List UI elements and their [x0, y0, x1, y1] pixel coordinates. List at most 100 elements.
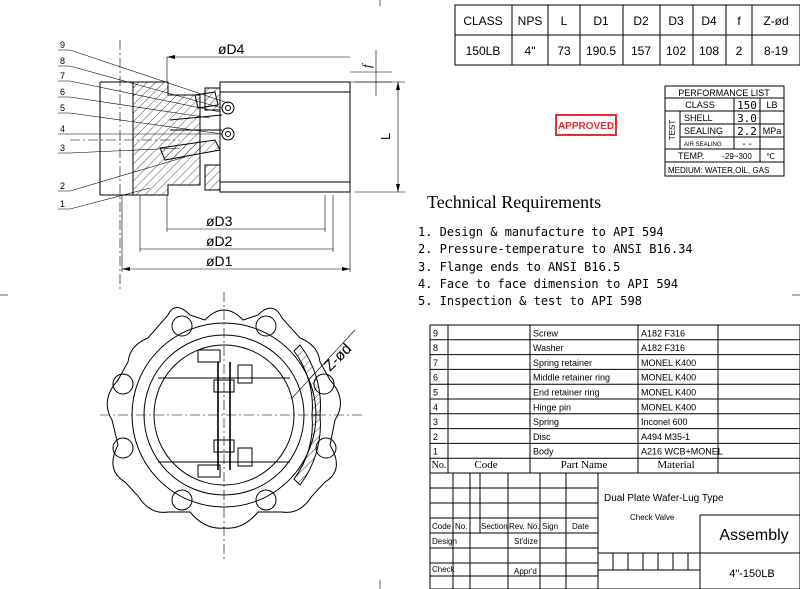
- bom-row-part: Spring retainer: [533, 358, 592, 368]
- tb-col-sign: Sign: [542, 522, 558, 531]
- bom-row-material: A494 M35-1: [641, 432, 690, 442]
- bom-row-part: Disc: [533, 432, 551, 442]
- balloon-4: 4: [60, 124, 65, 134]
- perf-shell-label: SHELL: [684, 113, 713, 123]
- perf-air-value: --: [741, 139, 753, 150]
- bom-row-no: 4: [433, 402, 438, 412]
- val-zd: 8-19: [764, 44, 788, 58]
- perf-class-unit: LB: [766, 100, 777, 110]
- perf-temp-label: TEMP.: [678, 151, 704, 161]
- perf-sealing-label: SEALING: [684, 126, 723, 136]
- tech-item-1: 1. Design & manufacture to API 594: [418, 225, 664, 239]
- balloon-7: 7: [60, 71, 65, 81]
- hdr-zd: Z-ød: [763, 14, 788, 28]
- perf-test-label: TEST: [668, 120, 677, 141]
- bom-row-material: MONEL K400: [641, 358, 696, 368]
- bom-row-part: Screw: [533, 328, 559, 338]
- bom-row-no: 3: [433, 417, 438, 427]
- tb-col-no: No.: [455, 522, 467, 531]
- balloon-2: 2: [60, 181, 65, 191]
- balloon-1: 1: [60, 199, 65, 209]
- hdr-nps: NPS: [518, 14, 543, 28]
- bom-hdr-no: No.: [432, 460, 447, 471]
- hdr-d2: D2: [633, 14, 649, 28]
- body-section: [132, 81, 201, 196]
- perf-sealing-value: 2.2: [737, 125, 757, 138]
- perf-class-label: CLASS: [685, 100, 715, 110]
- performance-list: PERFORMANCE LIST CLASS 150 LB TEST SHELL…: [664, 85, 785, 177]
- front-view: Z-ød: [100, 292, 365, 560]
- bom-row-material: A216 WCB+MONEL: [641, 447, 723, 457]
- perf-temp-unit: ℃: [766, 152, 775, 161]
- bom-row-part: Washer: [533, 343, 564, 353]
- tb-col-section: Section: [481, 522, 508, 531]
- hdr-d1: D1: [593, 14, 609, 28]
- bom-row-material: MONEL K400: [641, 388, 696, 398]
- hdr-class: CLASS: [463, 14, 502, 28]
- balloon-9: 9: [60, 40, 65, 50]
- bom-row-part: Middle retainer ring: [533, 373, 610, 383]
- balloon-6: 6: [60, 87, 65, 97]
- bom-hdr-part: Part Name: [561, 459, 608, 471]
- tech-item-4: 4. Face to face dimension to API 594: [418, 277, 678, 291]
- bom-row-material: MONEL K400: [641, 402, 696, 412]
- bom-row-material: MONEL K400: [641, 373, 696, 383]
- bom-hdr-material: Material: [657, 459, 694, 471]
- tb-size: 4"-150LB: [729, 568, 775, 580]
- bom-row-material: Inconel 600: [641, 417, 688, 427]
- perf-pressure-unit: MPa: [763, 126, 782, 136]
- tech-title: Technical Requirements: [427, 192, 601, 212]
- bom-row-no: 6: [433, 373, 438, 383]
- balloon-3: 3: [60, 143, 65, 153]
- tb-assembly: Assembly: [719, 527, 788, 544]
- bom-row-material: A182 F316: [641, 343, 685, 353]
- val-d3: 102: [666, 44, 686, 58]
- dim-zd-label: Z-ød: [321, 340, 355, 374]
- perf-temp-value: -29~300: [722, 152, 752, 161]
- technical-requirements: Technical Requirements 1. Design & manuf…: [418, 192, 693, 308]
- bom-row-part: Hinge pin: [533, 402, 571, 412]
- perf-shell-value: 3.0: [737, 112, 757, 125]
- val-d2: 157: [631, 44, 651, 58]
- header-table: CLASS NPS L D1 D2 D3 D4 f Z-ød 150LB 4" …: [454, 4, 800, 66]
- tb-col-date: Date: [572, 522, 589, 531]
- bom-row-no: 5: [433, 388, 438, 398]
- dim-d2-label: øD2: [206, 233, 233, 249]
- tb-title-line2: Check Valve: [630, 513, 675, 522]
- item-balloons: 9 8 7 6 5 4 3 2 1: [58, 40, 229, 210]
- tb-stdize: St'dize: [514, 537, 538, 546]
- dim-d3-label: øD3: [206, 213, 233, 229]
- val-d4: 108: [699, 44, 719, 58]
- bom-row-no: 8: [433, 343, 438, 353]
- val-f: 2: [736, 44, 743, 58]
- hdr-l: L: [561, 14, 568, 28]
- bom-row-no: 7: [433, 358, 438, 368]
- dim-d1-label: øD1: [206, 253, 233, 269]
- tb-col-code: Code: [432, 522, 452, 531]
- perf-class-value: 150: [737, 99, 757, 112]
- val-class: 150LB: [466, 44, 501, 58]
- val-l: 73: [557, 44, 571, 58]
- dim-d4-label: øD4: [218, 41, 245, 57]
- val-nps: 4": [525, 44, 536, 58]
- hdr-f: f: [737, 14, 741, 28]
- val-d1: 190.5: [586, 44, 616, 58]
- balloon-8: 8: [60, 56, 65, 66]
- section-view: øD4 f L øD3 øD2 øD1 9 8 7 6: [58, 40, 405, 290]
- title-block: Code No. Section Rev. No. Sign Date Desi…: [429, 472, 800, 589]
- bom-row-no: 2: [433, 432, 438, 442]
- balloon-5: 5: [60, 103, 65, 113]
- perf-medium: MEDIUM: WATER,OIL, GAS: [668, 166, 769, 175]
- hdr-d3: D3: [668, 14, 684, 28]
- bom-row-part: Spring: [533, 417, 559, 427]
- bom-row-part: End retainer ring: [533, 388, 600, 398]
- tech-item-2: 2. Pressure-temperature to ANSI B16.34: [418, 242, 693, 256]
- tb-col-rev: Rev. No.: [509, 522, 540, 531]
- bom-row-part: Body: [533, 447, 554, 457]
- tb-check: Check: [432, 565, 456, 574]
- bom-row-no: 1: [433, 447, 438, 457]
- hdr-d4: D4: [701, 14, 717, 28]
- bom-row-material: A182 F316: [641, 328, 685, 338]
